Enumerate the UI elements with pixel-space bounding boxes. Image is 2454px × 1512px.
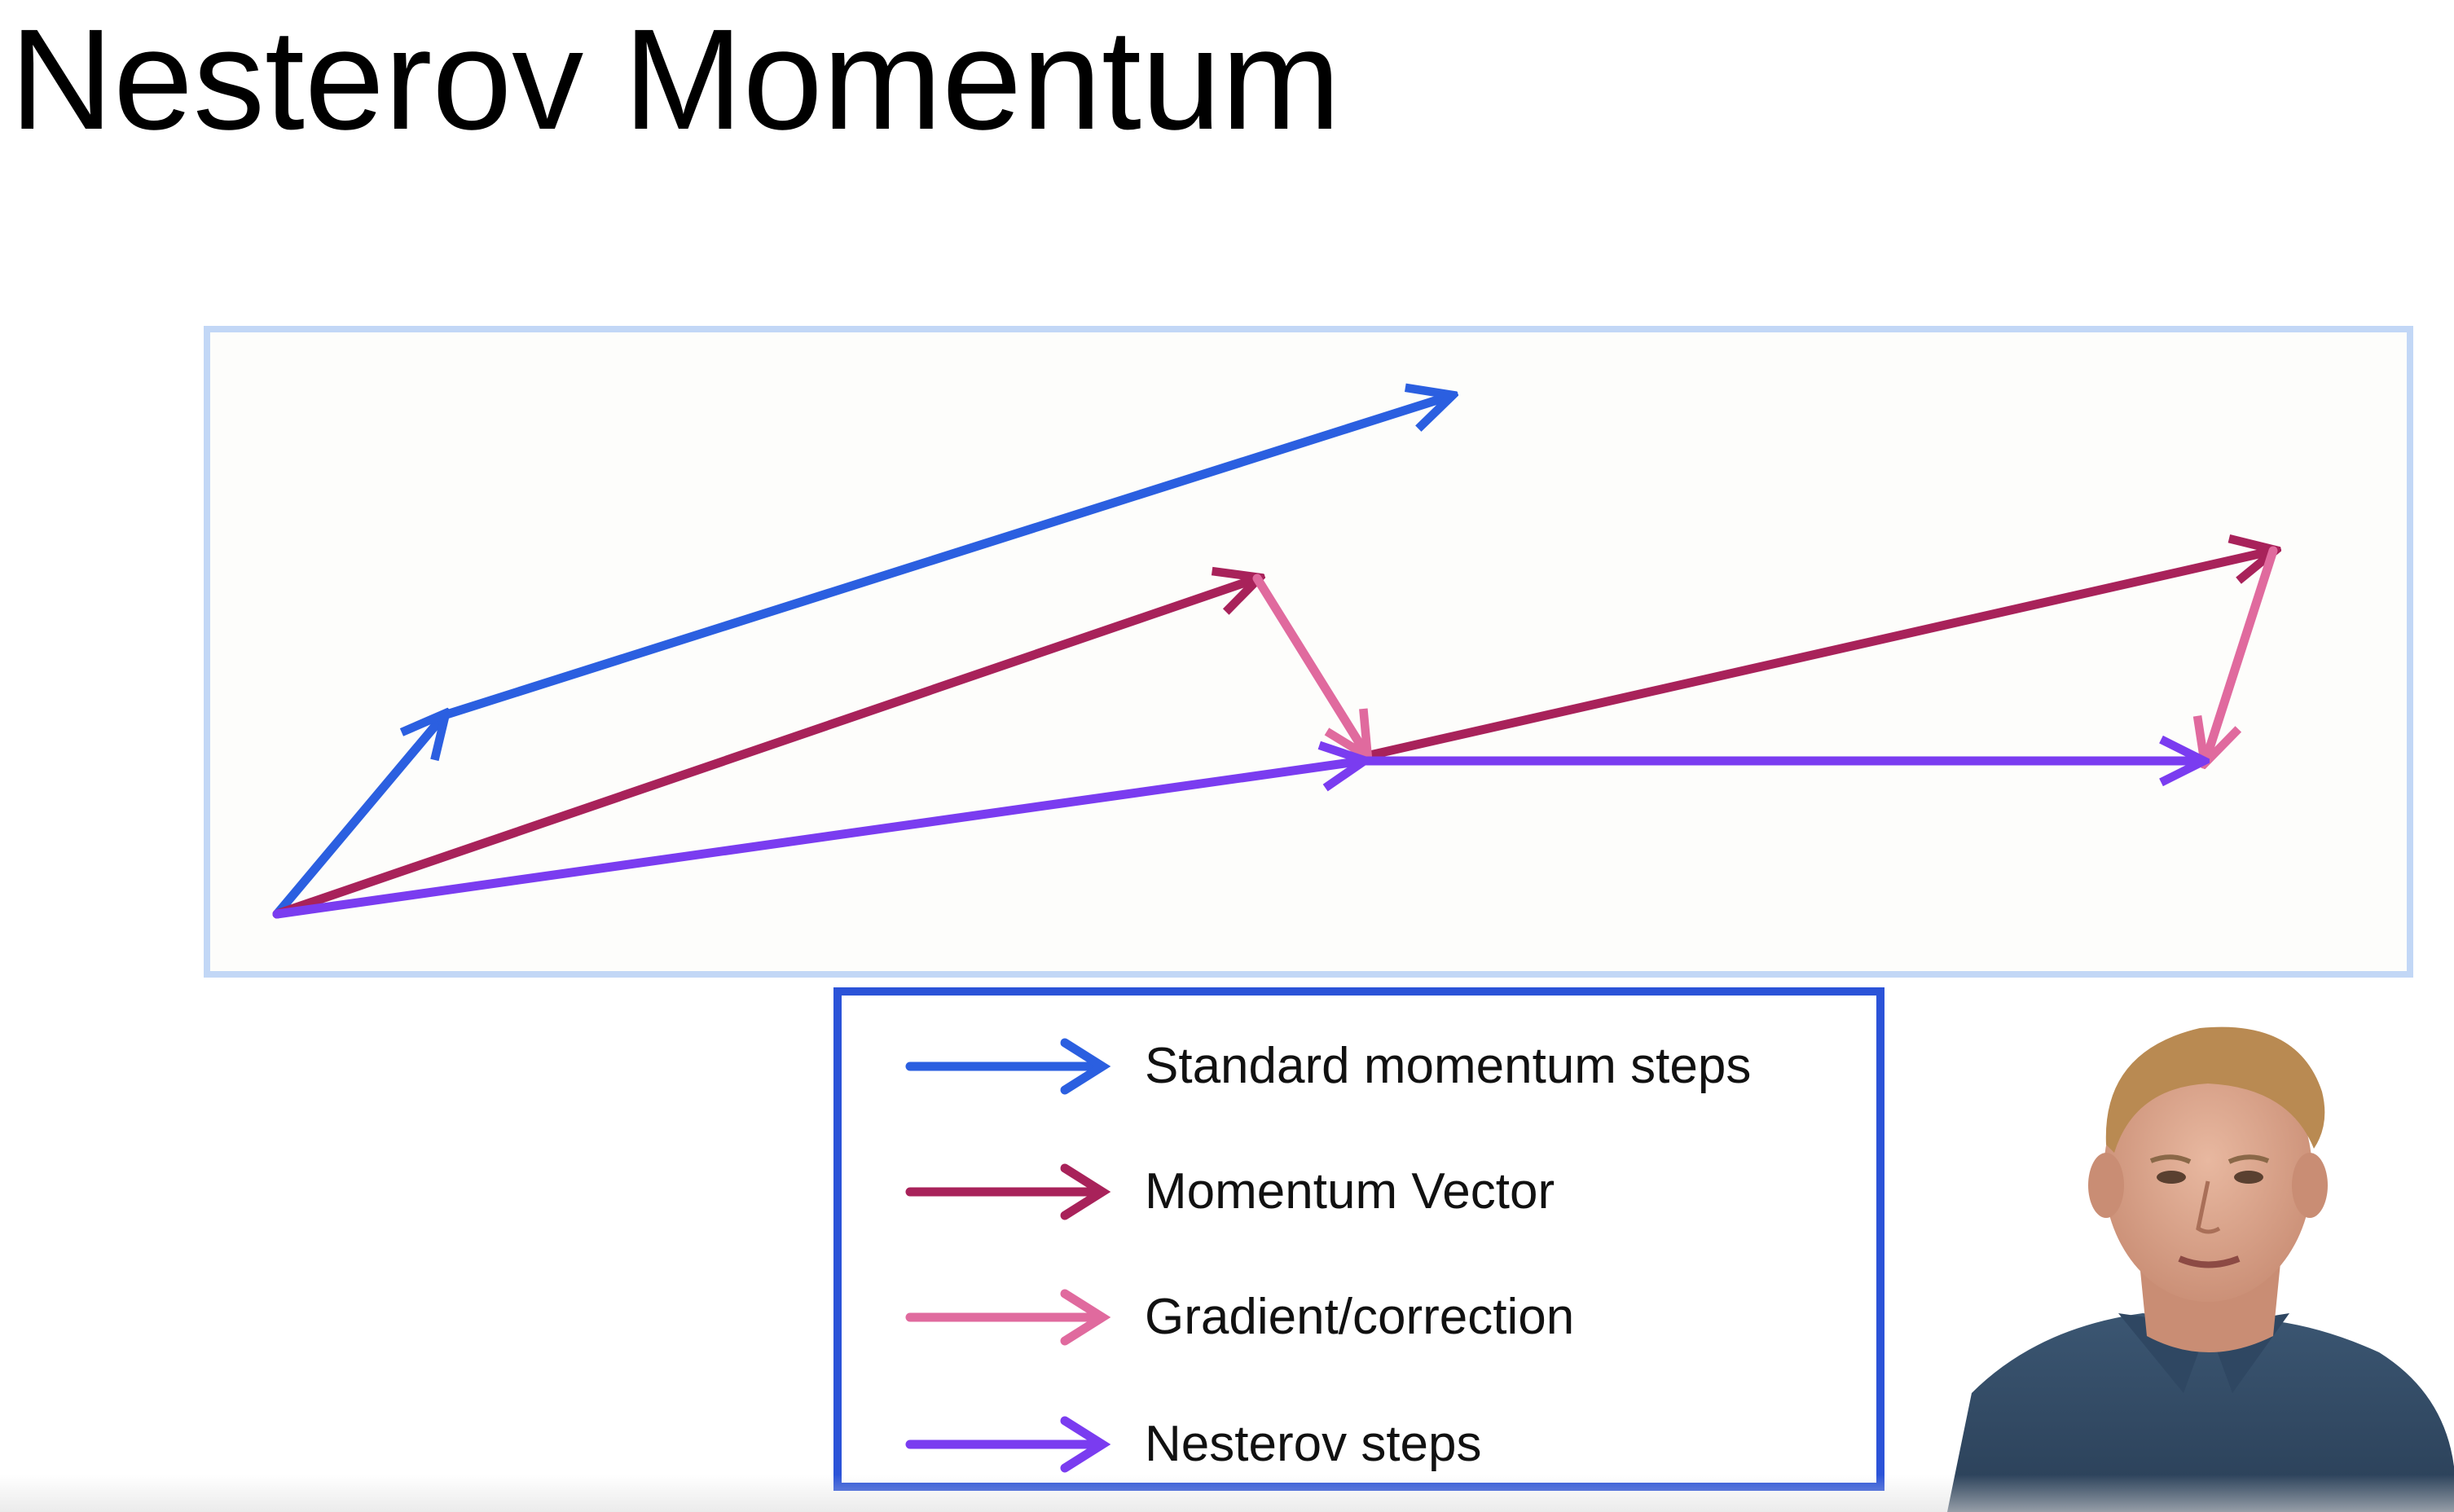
legend-label-nesterov-steps: Nesterov steps	[1145, 1416, 1482, 1472]
legend: Standard momentum steps Momentum Vector …	[833, 987, 1884, 1491]
gradient-correction-arrow-2	[2206, 546, 2278, 761]
gradient-correction-arrow-1	[1252, 574, 1366, 754]
legend-item-momentum-vector: Momentum Vector	[842, 1155, 1876, 1228]
legend-label-momentum-vector: Momentum Vector	[1145, 1163, 1555, 1220]
legend-item-standard-momentum: Standard momentum steps	[842, 1030, 1876, 1103]
slide-title: Nesterov Momentum	[10, 0, 1341, 160]
standard-step-arrow-2	[439, 396, 1450, 720]
momentum-vector-arrow-1	[272, 578, 1257, 919]
standard-step-arrow-1	[272, 715, 444, 919]
legend-item-gradient-correction: Gradient/correction	[842, 1281, 1876, 1354]
legend-label-gradient-correction: Gradient/correction	[1145, 1289, 1575, 1345]
legend-arrow-icon-standard	[905, 1038, 1111, 1095]
nesterov-step-arrow-1	[272, 761, 1362, 919]
presenter-video-overlay	[1939, 1010, 2454, 1512]
momentum-vector-arrow-2	[1361, 551, 2273, 761]
legend-arrow-icon-gradient	[905, 1289, 1111, 1346]
legend-arrow-icon-nesterov	[905, 1416, 1111, 1473]
presenter-image	[1947, 1026, 2454, 1512]
legend-label-standard-momentum: Standard momentum steps	[1145, 1038, 1752, 1094]
legend-arrow-icon-momentum	[905, 1163, 1111, 1220]
legend-item-nesterov-steps: Nesterov steps	[842, 1408, 1876, 1481]
